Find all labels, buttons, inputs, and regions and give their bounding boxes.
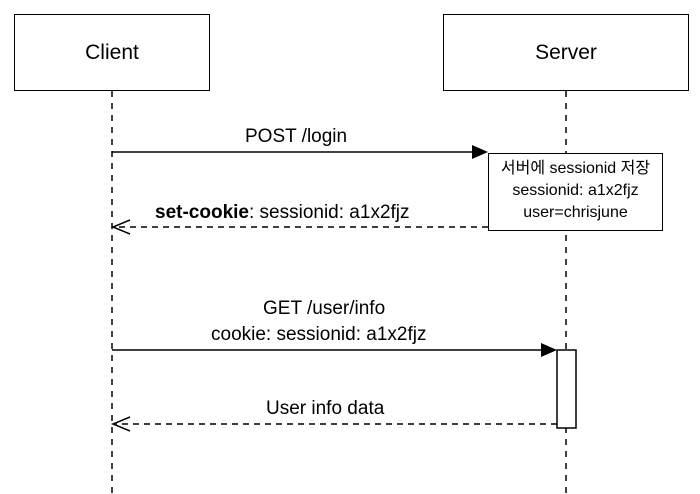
server-label: Server — [535, 40, 597, 64]
note-line-3: user=chrisjune — [523, 204, 628, 221]
set-cookie-label: set-cookie: sessionid: a1x2fjz — [155, 201, 410, 225]
client-label: Client — [85, 40, 139, 64]
note-line-1: 서버에 sessionid 저장 — [500, 160, 651, 177]
client-actor: Client — [14, 14, 210, 91]
get-request-label: GET /user/info — [263, 298, 386, 319]
set-cookie-arrowhead — [111, 219, 131, 235]
note-line-2: sessionid: a1x2fjz — [512, 182, 639, 199]
login-request-arrowhead — [472, 145, 488, 159]
server-activation-bar — [556, 349, 577, 429]
server-session-note: 서버에 sessionid 저장 sessionid: a1x2fjz user… — [488, 153, 663, 231]
cookie-header-label: cookie: sessionid: a1x2fjz — [211, 324, 427, 345]
user-info-arrowhead — [111, 416, 131, 432]
set-cookie-key: set-cookie — [155, 202, 249, 223]
set-cookie-value: : sessionid: a1x2fjz — [248, 202, 410, 223]
get-request-arrowhead — [541, 343, 557, 357]
login-request-label: POST /login — [245, 126, 348, 147]
user-info-label: User info data — [266, 398, 385, 419]
server-actor: Server — [443, 14, 689, 91]
